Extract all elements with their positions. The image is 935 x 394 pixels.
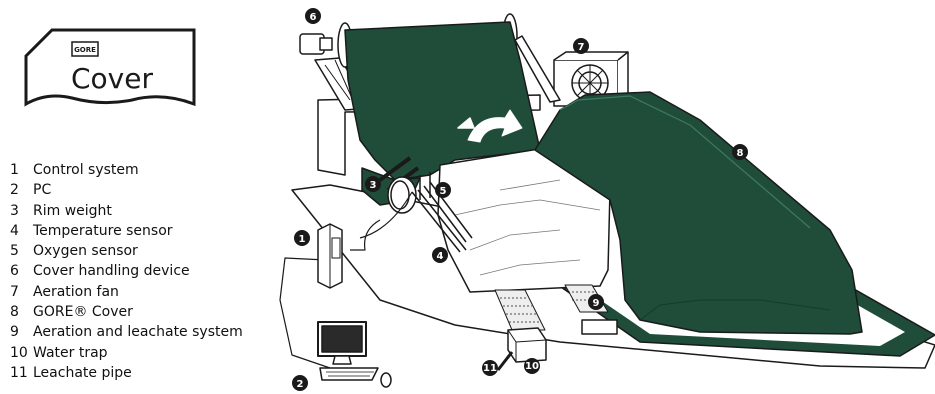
callout-label: 8 (737, 148, 744, 159)
callout-label: 1 (299, 234, 306, 245)
control-system-box (318, 224, 342, 288)
callout-label: 11 (483, 363, 497, 374)
callout-5: 5 (435, 182, 451, 198)
callout-label: 9 (593, 298, 600, 309)
callout-label: 3 (370, 180, 377, 191)
callout-7: 7 (573, 38, 589, 54)
callout-label: 2 (297, 379, 304, 390)
callout-9: 9 (588, 294, 604, 310)
callout-label: 7 (578, 42, 585, 53)
callout-6: 6 (305, 8, 321, 24)
callout-3: 3 (365, 176, 381, 192)
callout-label: 6 (310, 12, 317, 23)
callout-2: 2 (292, 375, 308, 391)
water-trap (508, 328, 546, 362)
callout-8: 8 (732, 144, 748, 160)
callout-label: 4 (437, 251, 444, 262)
desktop-pc-icon (318, 322, 391, 387)
callout-11: 11 (482, 360, 498, 376)
callout-4: 4 (432, 247, 448, 263)
callout-1: 1 (294, 230, 310, 246)
leachate-pipe (498, 352, 512, 370)
callout-label: 5 (440, 186, 447, 197)
callout-label: 10 (525, 361, 539, 372)
callout-10: 10 (524, 358, 540, 374)
